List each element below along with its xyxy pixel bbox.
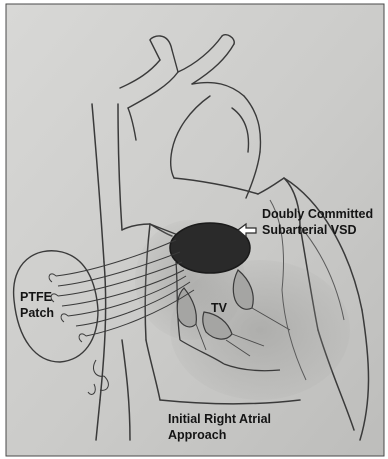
label-approach-line2: Approach [168, 428, 226, 443]
label-ptfe-line2: Patch [20, 306, 54, 321]
label-tricuspid-valve: TV [211, 301, 227, 316]
label-ptfe-line1: PTFE [20, 290, 52, 305]
label-vsd-line1: Doubly Committed [262, 207, 373, 222]
label-vsd-line2: Subarterial VSD [262, 223, 356, 238]
label-approach-line1: Initial Right Atrial [168, 412, 271, 427]
